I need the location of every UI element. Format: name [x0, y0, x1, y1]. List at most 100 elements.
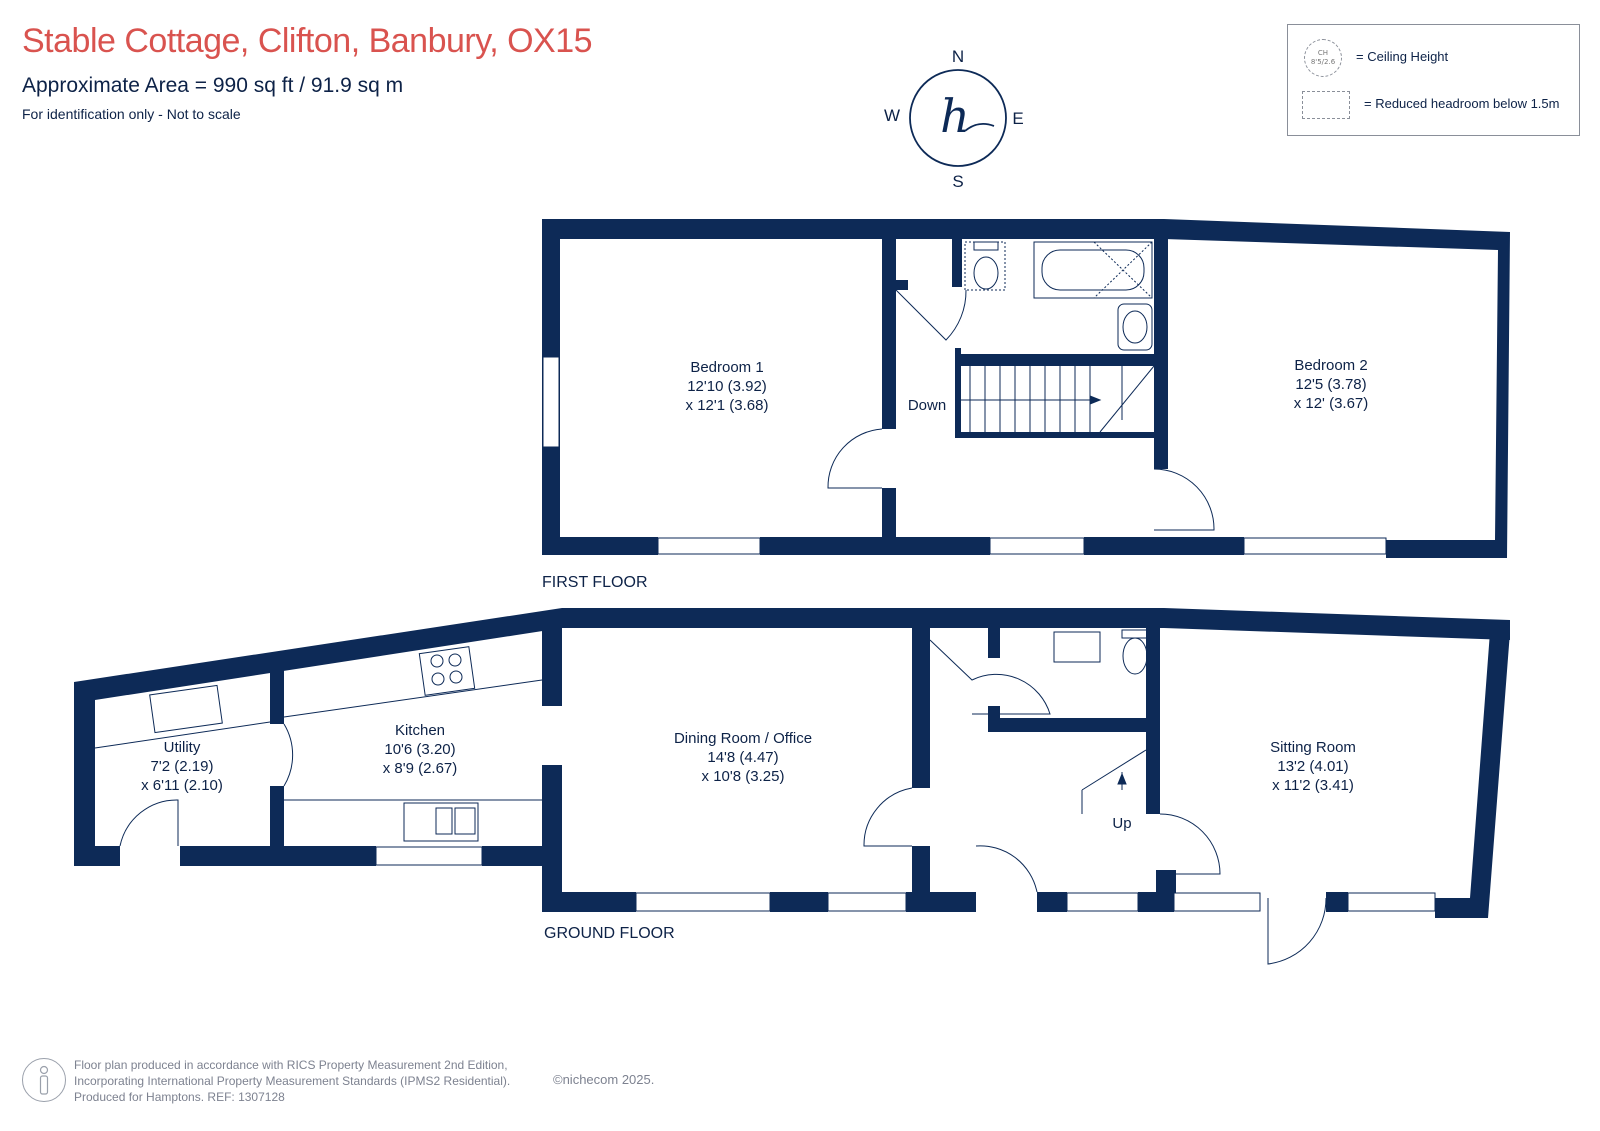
compass-west: W — [884, 106, 900, 125]
approximate-area: Approximate Area = 990 sq ft / 91.9 sq m — [22, 74, 404, 97]
wc-cistern — [973, 241, 999, 251]
first-floor-plan — [542, 219, 1510, 558]
reduced-headroom-icon — [1302, 91, 1350, 119]
window — [542, 356, 560, 448]
compass-east: E — [1012, 109, 1023, 128]
door-swing — [119, 799, 179, 847]
window — [1347, 892, 1436, 912]
window — [1243, 537, 1387, 555]
stairs-up — [1081, 749, 1147, 791]
utility-south-wall — [180, 846, 376, 866]
stairs-up-label: Up — [1112, 815, 1131, 832]
sitting-south-wall — [1326, 892, 1348, 912]
brand-logo: h — [940, 89, 970, 143]
cloakroom-wc — [1122, 637, 1148, 675]
door-swing — [975, 845, 1038, 893]
cloakroom-basin — [1053, 631, 1101, 663]
ground-floor-north-wall — [74, 608, 1510, 866]
kitchen-dim1: 10'6 (3.20) — [384, 741, 455, 758]
hob-ring — [449, 670, 463, 684]
copyright: ©nichecom 2025. — [553, 1072, 655, 1087]
hob-ring — [430, 654, 444, 668]
bathtub — [1033, 241, 1153, 299]
window — [375, 846, 483, 866]
compass-north: N — [952, 47, 964, 66]
hob-ring — [431, 672, 445, 686]
door-swing — [895, 289, 967, 341]
sitting-name: Sitting Room — [1270, 739, 1356, 756]
footer-line-3: Produced for Hamptons. REF: 1307128 — [74, 1090, 285, 1104]
ceiling-symbol-value: 8'5/2.6 — [1310, 58, 1336, 66]
door-swing — [863, 787, 913, 847]
ground-floor-fixtures — [94, 629, 1327, 965]
dining-dim1: 14'8 (4.47) — [707, 749, 778, 766]
logo-swash — [964, 122, 995, 132]
bathroom-fixtures — [827, 241, 1215, 531]
sitting-dim2: x 11'2 (3.41) — [1272, 777, 1354, 794]
dining-west-wall-upper — [542, 628, 562, 706]
footer-line-2: Incorporating International Property Mea… — [74, 1074, 511, 1088]
first-floor-labels: Bedroom 1 12'10 (3.92) x 12'1 (3.68) Bed… — [542, 357, 1368, 591]
dining-south-wall — [906, 892, 976, 912]
basin-bowl — [1122, 310, 1148, 344]
hall-south-wall — [1037, 892, 1067, 912]
window — [1066, 892, 1139, 912]
bathroom-wall — [952, 239, 962, 287]
ground-floor-windows — [375, 846, 1436, 912]
dining-hall-wall — [912, 846, 930, 892]
door-swing — [1159, 813, 1221, 875]
shower-screen — [1093, 241, 1153, 299]
bedroom1-wall — [882, 239, 896, 429]
compass: N S E W h — [884, 47, 1024, 191]
sitting-west-wall — [1146, 628, 1160, 814]
bedroom2-dim2: x 12' (3.67) — [1294, 395, 1369, 412]
info-person-icon — [22, 1058, 66, 1102]
utility-name: Utility — [164, 739, 201, 756]
ceiling-symbol-text: CH — [1317, 49, 1329, 57]
bedroom1-wall — [882, 488, 896, 537]
stair-wall — [955, 354, 1160, 366]
bathtub-inner — [1041, 249, 1145, 291]
compass-ring — [909, 69, 1007, 167]
wc-wall-stub — [896, 280, 908, 290]
ceiling-height-label: = Ceiling Height — [1356, 49, 1449, 64]
utility-worktop — [94, 721, 271, 749]
wc-wall — [988, 706, 1000, 732]
bedroom1-dim1: 12'10 (3.92) — [687, 378, 767, 395]
reduced-headroom-label: = Reduced headroom below 1.5m — [1364, 96, 1560, 111]
stairs-down-label: Down — [908, 397, 946, 414]
wc-south-wall — [988, 718, 1156, 732]
utility-kitchen-wall — [270, 664, 284, 724]
kitchen-sink — [403, 802, 479, 842]
ground-floor-east-wall — [1435, 632, 1510, 918]
kitchen-dim2: x 8'9 (2.67) — [383, 760, 458, 777]
person-icon — [39, 1065, 49, 1095]
window — [1173, 892, 1261, 912]
kitchen-name: Kitchen — [395, 722, 445, 739]
ground-floor-plan — [74, 608, 1510, 918]
first-floor-wall-segment — [760, 537, 990, 555]
window — [657, 537, 761, 555]
stair-arrow-head — [1089, 395, 1102, 405]
dining-dim2: x 10'8 (3.25) — [702, 768, 785, 785]
hob — [418, 646, 476, 696]
sitting-wall-stub — [1156, 870, 1176, 894]
ground-floor-labels: Utility 7'2 (2.19) x 6'11 (2.10) Kitchen… — [141, 722, 1356, 942]
window — [635, 892, 771, 912]
ground-floor-label: GROUND FLOOR — [544, 925, 675, 942]
first-floor-windows — [542, 356, 1387, 555]
first-floor-wall-segment — [1084, 537, 1244, 555]
door-swing — [827, 428, 883, 489]
door-swing — [929, 639, 1051, 715]
first-floor-label: FIRST FLOOR — [542, 574, 648, 591]
hall-south-wall — [1138, 892, 1174, 912]
sitting-dim1: 13'2 (4.01) — [1277, 758, 1348, 775]
dining-west-wall — [542, 765, 562, 910]
window — [827, 892, 907, 912]
wc-wall — [988, 628, 1000, 658]
wc-pan — [973, 256, 999, 290]
stair-wall-bottom — [955, 432, 1160, 438]
kitchen-worktop — [283, 679, 543, 718]
dining-south-wall — [542, 892, 636, 912]
